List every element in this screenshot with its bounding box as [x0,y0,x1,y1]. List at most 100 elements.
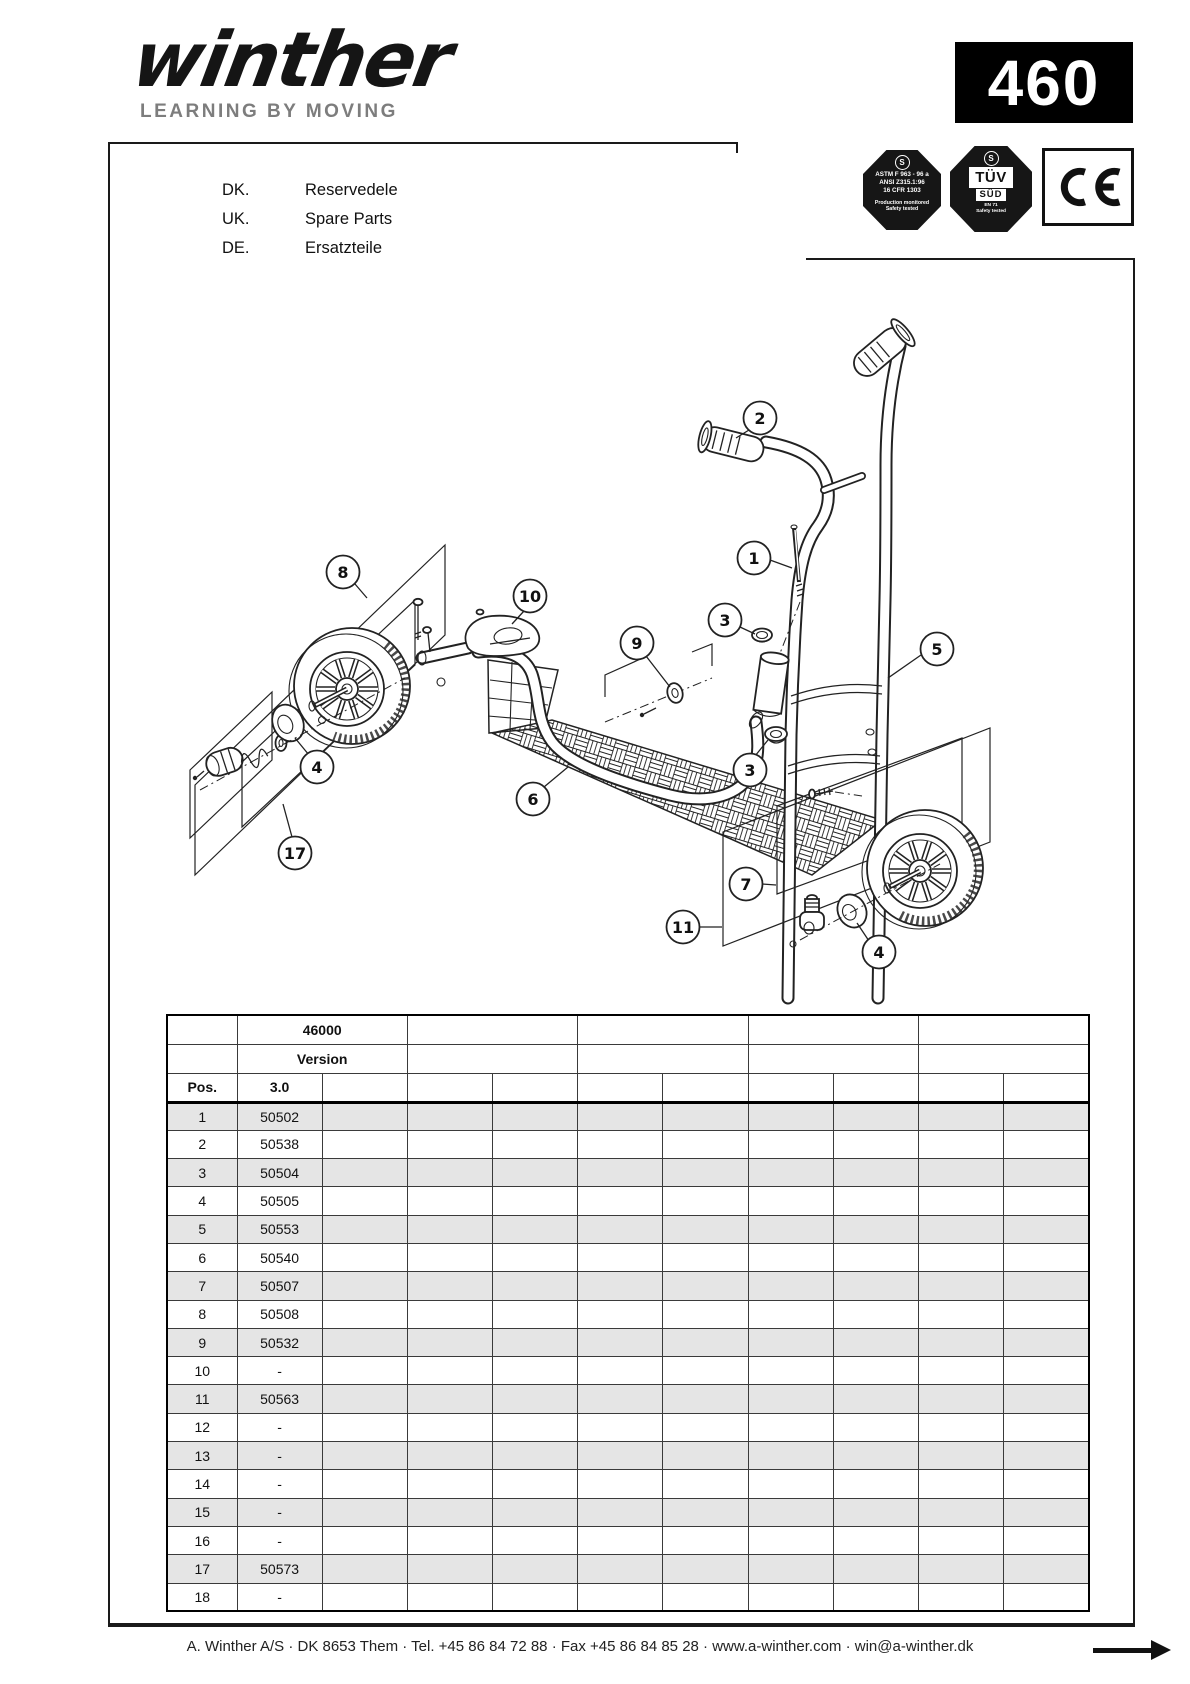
deck [487,659,884,876]
empty-cell [406,1384,494,1414]
empty-cell [917,1554,1005,1584]
empty-cell [747,1043,920,1074]
pos-label-cell: Pos. [166,1072,238,1104]
empty-cell [832,1554,920,1584]
part-number-cell: 50502 [236,1101,323,1131]
version-value-cell: 3.0 [236,1072,323,1104]
lang-code: UK. [222,210,250,228]
empty-cell [747,1129,834,1160]
empty-cell [662,1497,749,1527]
empty-cell [747,1525,834,1556]
empty-cell [321,1271,408,1301]
handlebar-grip-right [853,318,916,377]
part-number-cell: 50538 [236,1129,323,1160]
empty-cell [747,1441,834,1471]
pos-cell: 10 [166,1356,238,1386]
box-border-bottom [108,1623,1135,1627]
lang-row-dk: DK. Reservedele [222,176,398,205]
part-number-cell: - [236,1525,323,1556]
empty-cell [492,1214,579,1244]
locking-pin [790,524,804,597]
empty-cell [662,1101,749,1131]
empty-cell [1003,1158,1090,1188]
empty-cell [577,1327,664,1358]
empty-cell [747,1554,834,1584]
ce-mark-badge [1042,148,1134,226]
pos-cell: 2 [166,1129,238,1160]
empty-cell [406,1242,494,1273]
table-row: 10- [166,1356,1090,1386]
pos-cell: 1 [166,1101,238,1131]
empty-cell [321,1327,408,1358]
empty-cell [577,1214,664,1244]
callout-8: 8 [325,554,361,590]
empty-cell [492,1412,579,1443]
empty-cell [832,1299,920,1329]
empty-cell [832,1441,920,1471]
empty-cell [166,1043,238,1074]
empty-cell [747,1271,834,1301]
empty-cell [1003,1356,1090,1386]
empty-cell [577,1014,749,1045]
callout-6: 6 [515,781,551,817]
empty-cell [1003,1214,1090,1244]
tuv-footer: EN 71 Safety tested [976,203,1006,214]
empty-cell [577,1101,664,1131]
empty-cell [321,1412,408,1443]
empty-cell [577,1043,749,1074]
logo-tagline: LEARNING BY MOVING [140,101,398,122]
empty-cell [747,1299,834,1329]
rear-screw [808,787,863,800]
empty-cell [577,1582,664,1612]
empty-cell [321,1101,408,1131]
empty-cell [747,1582,834,1612]
empty-cell [406,1497,494,1527]
empty-cell [917,1469,1005,1499]
empty-cell [577,1271,664,1301]
empty-cell [662,1072,749,1104]
pos-cell: 15 [166,1497,238,1527]
empty-cell [406,1327,494,1358]
empty-cell [747,1327,834,1358]
empty-cell [832,1101,920,1131]
product-header-cell: 46000 [236,1014,408,1045]
pos-cell: 9 [166,1327,238,1358]
empty-cell [406,1299,494,1329]
empty-cell [747,1412,834,1443]
empty-cell [662,1129,749,1160]
svg-text:4: 4 [873,943,884,962]
pos-cell: 3 [166,1158,238,1188]
empty-cell [832,1129,920,1160]
callout-3: 3 [707,602,743,638]
language-list: DK. Reservedele UK. Spare Parts DE. Ersa… [222,176,398,263]
callout-4: 4 [861,934,897,970]
empty-cell [492,1186,579,1216]
empty-cell [406,1186,494,1216]
empty-cell [577,1554,664,1584]
empty-cell [321,1384,408,1414]
lang-row-uk: UK. Spare Parts [222,205,398,234]
pos-cell: 14 [166,1469,238,1499]
bearing-assembly [789,863,941,948]
safety-s-icon: S [894,155,910,170]
empty-cell [492,1101,579,1131]
part-number-cell: 50553 [236,1214,323,1244]
pos-cell: 8 [166,1299,238,1329]
empty-cell [321,1554,408,1584]
frame-screw [422,626,446,687]
empty-cell [917,1412,1005,1443]
empty-cell [577,1299,664,1329]
empty-cell [747,1469,834,1499]
table-row: 13- [166,1441,1090,1471]
empty-cell [577,1186,664,1216]
svg-text:9: 9 [631,634,642,653]
rear-wheel [861,809,984,930]
empty-cell [406,1412,494,1443]
empty-cell [662,1186,749,1216]
empty-cell [492,1299,579,1329]
empty-cell [917,1356,1005,1386]
lang-label: Spare Parts [305,210,393,228]
